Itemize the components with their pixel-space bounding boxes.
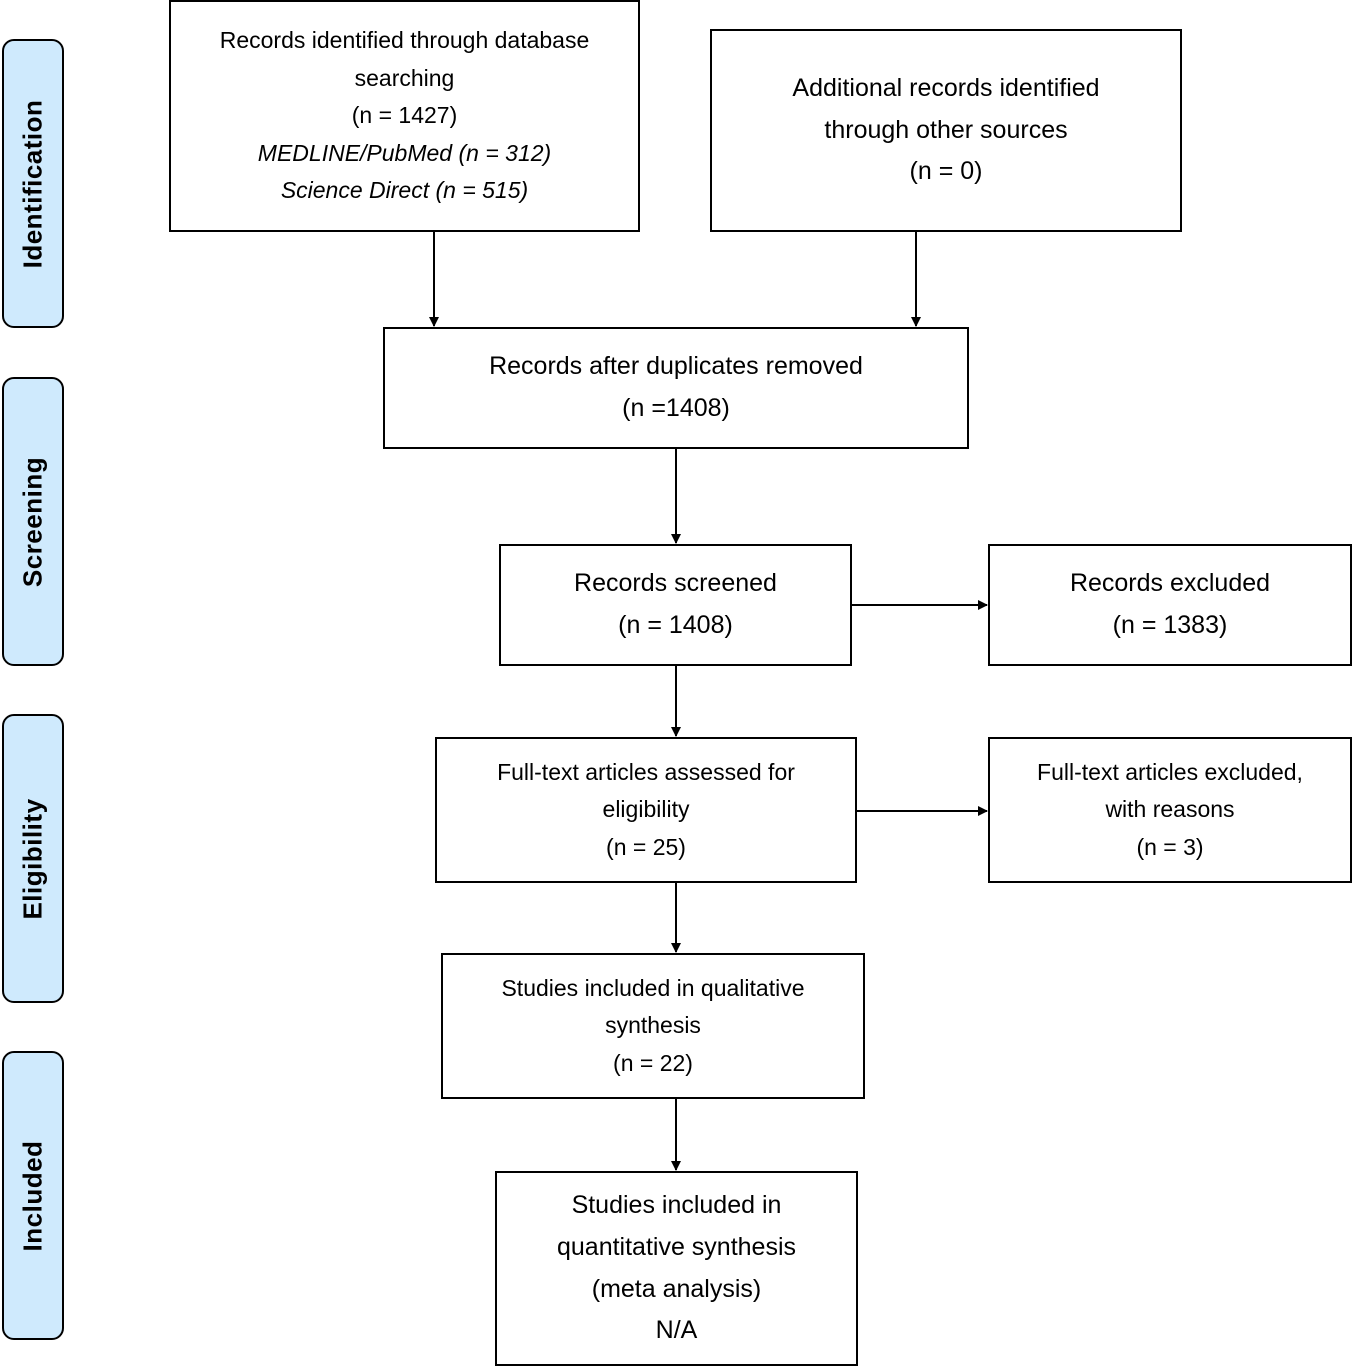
records-excluded-count: (n = 1383) [1112,611,1228,639]
database-search-medline: MEDLINE/PubMed (n = 312) [257,139,552,166]
phase-eligibility-label: Eligibility [17,797,48,920]
box-records-screened: Records screened (n = 1408) [499,544,852,666]
duplicates-removed-count: (n =1408) [622,394,730,422]
qualitative-line1: Studies included in qualitative [501,974,805,1001]
records-excluded-line1: Records excluded [1069,569,1271,598]
box-other-sources: Additional records identified through ot… [710,29,1182,232]
phase-eligibility: Eligibility [2,714,64,1003]
box-quantitative-synthesis: Studies included in quantitative synthes… [495,1171,858,1366]
quantitative-line2: quantitative synthesis [556,1232,797,1261]
database-search-sciencedirect: Science Direct (n = 515) [280,177,529,204]
box-records-excluded: Records excluded (n = 1383) [988,544,1352,666]
box-duplicates-removed: Records after duplicates removed (n =140… [383,327,969,449]
phase-identification-label: Identification [17,99,48,268]
fulltext-assessed-count: (n = 25) [606,833,686,860]
fulltext-excluded-line1: Full-text articles excluded, [1037,758,1303,785]
fulltext-assessed-line1: Full-text articles assessed for [497,758,795,785]
qualitative-line2: synthesis [605,1012,701,1039]
records-screened-line1: Records screened [574,569,777,598]
duplicates-removed-line1: Records after duplicates removed [489,352,863,381]
database-search-line1: Records identified through database [219,27,590,54]
phase-screening-label: Screening [17,456,48,587]
phase-identification: Identification [2,39,64,328]
box-qualitative-synthesis: Studies included in qualitative synthesi… [441,953,865,1099]
phase-included: Included [2,1051,64,1340]
quantitative-line3: (meta analysis) [591,1274,762,1303]
fulltext-excluded-count: (n = 3) [1136,833,1204,860]
phase-screening: Screening [2,377,64,666]
quantitative-line1: Studies included in [571,1191,782,1220]
quantitative-count: N/A [655,1316,698,1345]
box-database-search: Records identified through database sear… [169,0,640,232]
database-search-line2: searching [354,64,455,91]
other-sources-line1: Additional records identified [792,73,1100,102]
qualitative-count: (n = 22) [613,1049,693,1076]
records-screened-count: (n = 1408) [618,611,733,639]
database-search-count: (n = 1427) [351,102,458,129]
box-fulltext-assessed: Full-text articles assessed for eligibil… [435,737,857,883]
phase-included-label: Included [17,1140,48,1251]
box-fulltext-excluded: Full-text articles excluded, with reason… [988,737,1352,883]
fulltext-excluded-line2: with reasons [1105,796,1235,823]
other-sources-line2: through other sources [824,115,1068,144]
fulltext-assessed-line2: eligibility [602,796,690,823]
other-sources-count: (n = 0) [909,157,983,186]
